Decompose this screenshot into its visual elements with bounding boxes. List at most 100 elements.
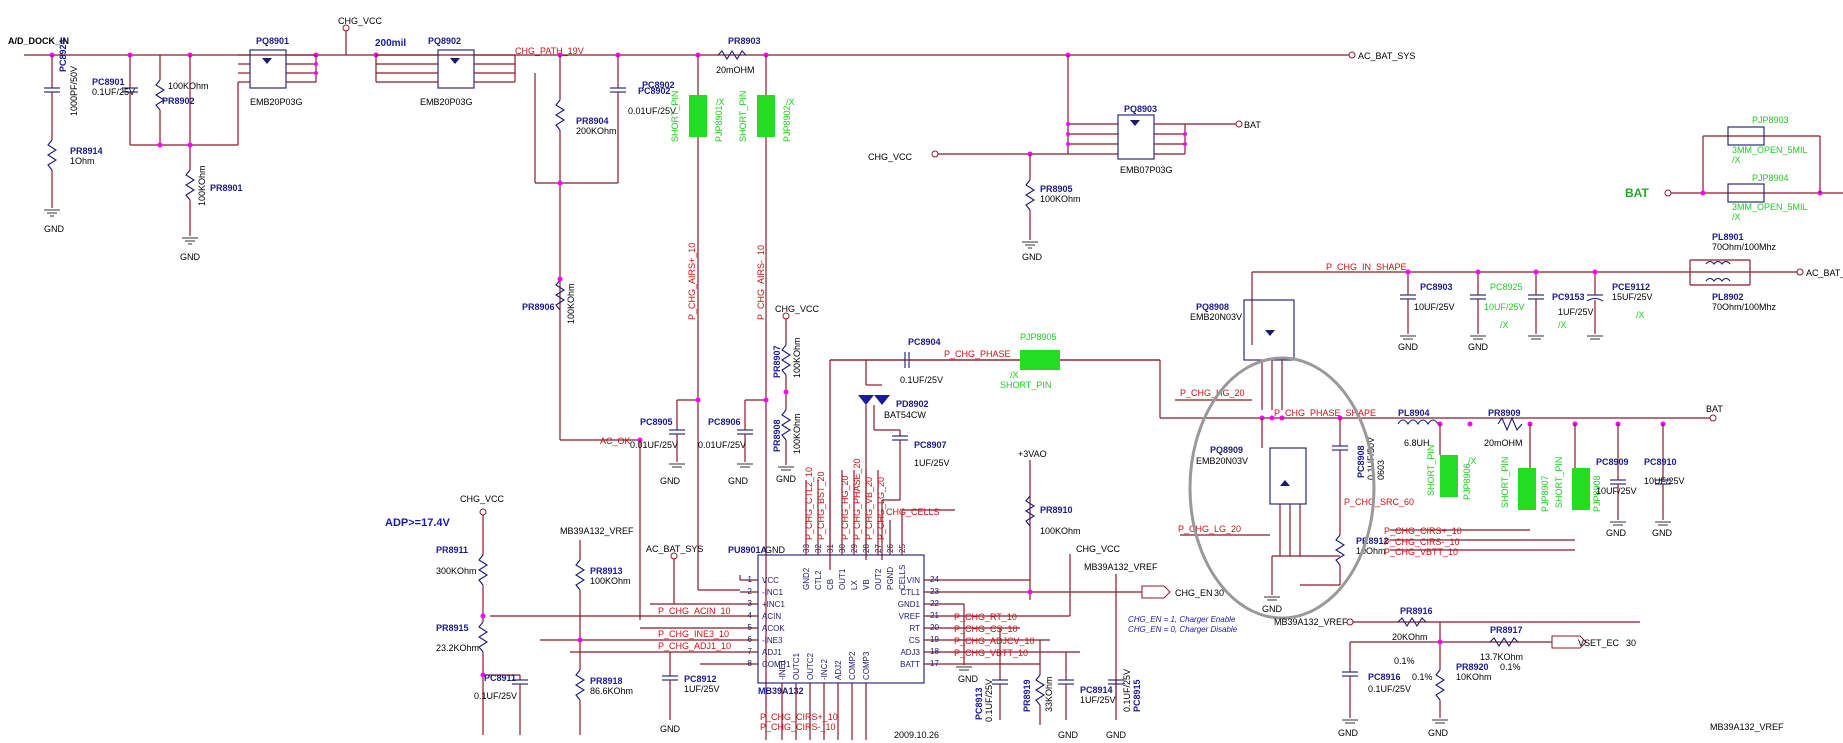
ic-pin-cb: CB — [826, 579, 835, 590]
pjp8903-8904 — [1664, 126, 1843, 203]
val-pr8903: 20mOHM — [716, 65, 755, 75]
pc8905-pc8906 — [560, 397, 769, 620]
net-vref-3: MB39A132_VREF — [1274, 617, 1348, 627]
val-pc8910: 10UF/25V — [1644, 476, 1685, 486]
net-bst: P_CHG_BST_20 — [816, 471, 826, 540]
pr8904-pc8902 — [534, 55, 626, 440]
ref-pc8908: PC8908 — [1356, 445, 1366, 478]
ic-pin-vb: VB — [862, 579, 871, 590]
net-vbtt2: P_CHG_VBTT_10 — [954, 648, 1028, 658]
ref-pr8909: PR8909 — [1488, 408, 1521, 418]
net-ad-dock-in: A/D_DOCK_IN — [8, 36, 69, 46]
ic-pin-adj1: ADJ1 — [762, 648, 782, 657]
adp-note: ADP>=17.4V — [385, 517, 450, 529]
ref-pl8902: PL8902 — [1712, 292, 1744, 302]
ic-pin-vref: VREF — [899, 612, 920, 621]
gnd-pq8909: GND — [1262, 604, 1283, 614]
val-pr8911: 300KOhm — [436, 566, 477, 576]
ref-pc9153: PC9153 — [1552, 292, 1585, 302]
val-pr8913: 100KOhm — [590, 576, 631, 586]
ref-pc8910: PC8910 — [1644, 457, 1677, 467]
gnd-pc8906: GND — [728, 476, 749, 486]
val-pr8901: 100KOhm — [197, 165, 207, 206]
ic-pin-pgnd: PGND — [886, 567, 895, 590]
val-pc8911: 0.1UF/25V — [474, 691, 517, 701]
ref-pl8901: PL8901 — [1712, 232, 1744, 242]
gnd-bottom-3: GND — [1106, 730, 1127, 740]
net-bat-big: BAT — [1625, 186, 1649, 200]
pjp8907-short: SHORT_PIN — [1500, 457, 1510, 508]
net-lg: P_CHG_LG_20 — [1178, 524, 1241, 534]
ref-pc8906: PC8906 — [708, 417, 741, 427]
gnd-2: GND — [180, 252, 201, 262]
ref-pd8902: PD8902 — [896, 399, 929, 409]
pjp8901-8902 — [689, 95, 775, 740]
val-pr8909: 20mOHM — [1484, 438, 1523, 448]
ref-pr8903: PR8903 — [728, 36, 761, 46]
ic-pin-ctl2: CTL2 — [814, 570, 823, 590]
ref-pq8902: PQ8902 — [428, 36, 461, 46]
val-pc8915: 0.1UF/25V — [1122, 669, 1132, 712]
net-ac-bat-s: AC_BAT_S — [1806, 268, 1843, 278]
gnd-3: GND — [1022, 252, 1043, 262]
ic-pin-out1: OUT1 — [838, 568, 847, 590]
vset-divider — [1342, 616, 1640, 724]
ic-pin-gnd1: GND1 — [898, 600, 921, 609]
ic-pin-adj2: ADJ2 — [834, 660, 843, 680]
ic-gnd-label: GND — [765, 545, 786, 555]
chg-en-num: 30 — [1214, 588, 1224, 598]
pkg-pc8908: 0603 — [1376, 460, 1386, 480]
ref-pr8905: PR8905 — [1040, 184, 1073, 194]
val-pr8907: 100KOhm — [792, 337, 802, 378]
ref-pr8915: PR8915 — [436, 623, 469, 633]
ref-pl8904: PL8904 — [1398, 408, 1430, 418]
ic-pin-num: 4 — [748, 611, 753, 620]
val-pr8906: 100KOhm — [566, 283, 576, 324]
ic-pu8901 — [740, 554, 944, 684]
ref-pjp8903: PJP8903 — [1752, 115, 1789, 125]
ic-pin-inc1: -INC1 — [762, 588, 783, 597]
ref-pc8904: PC8904 — [908, 337, 941, 347]
ref-pr8918: PR8918 — [590, 676, 623, 686]
ref-pc8924: PC8924 — [58, 39, 68, 72]
ref-pr8920: PR8920 — [1456, 662, 1489, 672]
ref-pc8902-label: PC8902 — [642, 80, 675, 90]
net-cs: P_CHG_CS_10 — [954, 624, 1018, 634]
ic-pin-num: 24 — [930, 575, 939, 584]
gnd-ic: GND — [958, 674, 979, 684]
ref-pq8901: PQ8901 — [256, 36, 289, 46]
net-phase-shape: P_CHG_PHASE_SHAPE — [1274, 408, 1376, 418]
ic-pin-out2: OUT2 — [874, 568, 883, 590]
pr8903-symbol — [697, 49, 767, 95]
ref-pc8909: PC8909 — [1596, 457, 1629, 467]
input-filter — [44, 55, 238, 245]
note-en0: CHG_EN = 0, Charger Disable — [1128, 625, 1238, 634]
ic-pin-ine1: -INE1 — [778, 659, 787, 680]
tol-pr8916: 0.1% — [1394, 656, 1415, 666]
ic-pin-adj3: ADJ3 — [900, 648, 920, 657]
pjp8903-val: 3MM_OPEN_5MIL — [1732, 145, 1808, 155]
ref-pc8914: PC8914 — [1080, 685, 1113, 695]
net-chg-vcc-2: CHG_VCC — [1076, 544, 1121, 554]
ic-pin-lx: LX — [850, 580, 859, 590]
ic-pin-batt: BATT — [900, 660, 920, 669]
net-chg-cells: CHG_CELLS — [886, 507, 940, 517]
ref-pc8907: PC8907 — [914, 440, 947, 450]
val-pr8917: 13.7KOhm — [1480, 652, 1523, 662]
note-en1: CHG_EN = 1, Charger Enable — [1128, 615, 1236, 624]
ic-pin-inc2: -INC2 — [820, 659, 829, 680]
pjp8903-x: /X — [1732, 155, 1741, 165]
val-pr8905: 100KOhm — [1040, 194, 1081, 204]
net-hg-top: P_CHG_HG_20 — [840, 475, 850, 540]
ref-pu8901: PU8901A — [728, 545, 768, 555]
ic-pin-comp1: COMP1 — [762, 660, 791, 669]
pjp8902-x: /X — [786, 97, 795, 107]
net-acin: P_CHG_ACIN_10 — [658, 606, 731, 616]
net-airs-plus: P_CHG_AIRS+_10 — [687, 243, 697, 320]
net-vb-top: P_CHG_VB_20 — [864, 477, 874, 540]
val-pc8914: 1UF/25V — [1080, 695, 1116, 705]
ref-pq8908: PQ8908 — [1196, 302, 1229, 312]
ref-pjp8908: PJP8908 — [1592, 475, 1602, 512]
